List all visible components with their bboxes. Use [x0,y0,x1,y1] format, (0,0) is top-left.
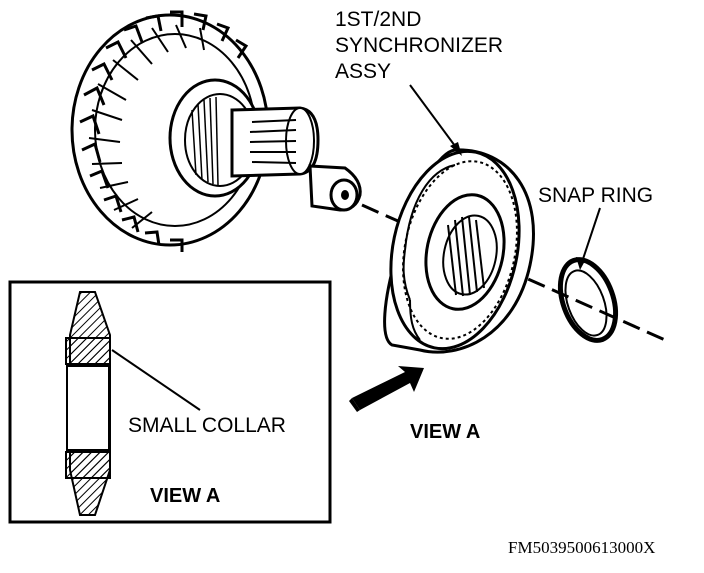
synchronizer-leader-arrow [409,84,462,156]
view-a-direction-arrow [349,366,424,412]
snap-ring-leader-arrow [576,207,601,270]
synchronizer-label-line3: ASSY [335,60,391,83]
snap-ring [557,257,619,343]
synchronizer-label-line1: 1ST/2ND [335,8,421,31]
synchronizer-assembly [383,148,535,354]
view-a-inset-label: VIEW A [150,485,220,507]
gear-shaft-assembly [70,10,666,342]
small-collar-label: SMALL COLLAR [128,414,286,437]
output-shaft [230,106,362,212]
synchronizer-label-line2: SYNCHRONIZER [335,34,503,57]
view-a-inset [8,280,332,524]
snap-ring-label: SNAP RING [538,184,653,207]
figure-id: FM5039500613000X [508,538,655,557]
view-a-arrow-label: VIEW A [410,421,480,443]
